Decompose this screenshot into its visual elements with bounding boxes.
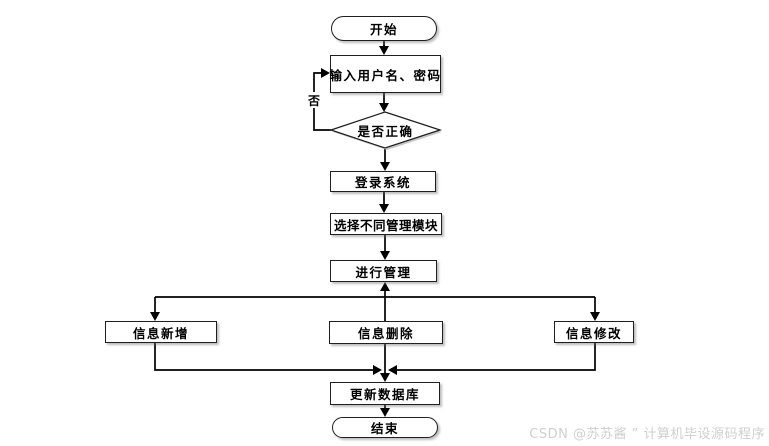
- arrowhead-into-add: [150, 312, 160, 321]
- flow-node-end-label: 结束: [370, 421, 399, 436]
- flow-node-do-manage: 进行管理: [330, 260, 437, 282]
- flow-node-update-database-label: 更新数据库: [349, 387, 420, 402]
- flow-node-start-label: 开始: [369, 22, 398, 37]
- flow-node-info-add-label: 信息新增: [132, 325, 189, 341]
- flow-node-info-add: 信息新增: [105, 321, 217, 343]
- flow-node-info-delete-label: 信息删除: [357, 326, 414, 341]
- arrowhead-join-from-right: [388, 365, 397, 375]
- decision-diamond: [328, 111, 443, 149]
- flow-node-info-delete: 信息删除: [329, 321, 443, 344]
- flow-node-do-manage-label: 进行管理: [355, 264, 412, 280]
- edge-label-no: 否: [306, 92, 322, 108]
- flow-node-update-database: 更新数据库: [330, 382, 440, 405]
- arrowhead-loop-into-input: [321, 68, 330, 78]
- csdn-watermark-text: CSDN @苏苏酱 ” 计算机毕设源码程序: [529, 427, 765, 442]
- flow-node-input-credentials: 输入用户名、密码: [330, 55, 441, 93]
- arrowhead-into-select: [379, 204, 389, 213]
- edge-add-join: [154, 343, 373, 371]
- arrowhead-into-check: [379, 103, 389, 112]
- flow-node-info-modify-label: 信息修改: [565, 325, 622, 341]
- arrowhead-into-login: [380, 162, 390, 171]
- flow-node-info-modify: 信息修改: [554, 321, 634, 343]
- arrowhead-up-into-manage: [380, 282, 390, 291]
- edge-modify-join: [397, 343, 596, 371]
- flow-node-select-module: 选择不同管理模块: [330, 213, 442, 235]
- flow-node-decision-correct: 是否正确: [331, 112, 440, 148]
- arrowhead-into-modify: [590, 312, 600, 321]
- arrowhead-into-update: [380, 373, 390, 382]
- flow-node-end: 结束: [332, 417, 438, 438]
- flow-node-decision-correct-label: 是否正确: [357, 123, 414, 139]
- arrowhead-into-end: [380, 408, 390, 417]
- flow-node-start: 开始: [331, 16, 437, 41]
- flow-node-login-system: 登录系统: [330, 171, 436, 192]
- flow-node-select-module-label: 选择不同管理模块: [333, 217, 438, 233]
- arrowhead-join-from-left: [373, 365, 382, 375]
- flow-node-input-credentials-label: 输入用户名、密码: [329, 67, 442, 83]
- edge-label-no-text: 否: [307, 93, 320, 108]
- arrowhead-into-input-top: [379, 46, 389, 55]
- flow-node-login-system-label: 登录系统: [354, 175, 411, 190]
- arrowhead-into-manage-top: [380, 251, 390, 260]
- csdn-watermark: CSDN @苏苏酱 ” 计算机毕设源码程序: [529, 423, 765, 442]
